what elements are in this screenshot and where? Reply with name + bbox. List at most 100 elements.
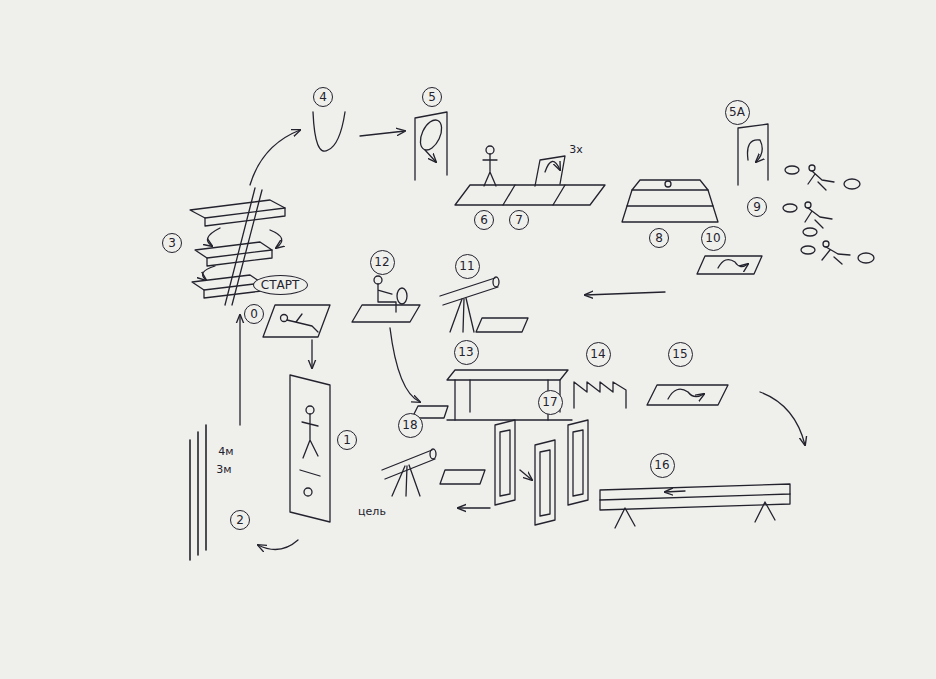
- sketch-line: [425, 150, 436, 162]
- station-number: 3: [162, 233, 182, 253]
- station-text: 17: [542, 396, 557, 408]
- sketch-line: [627, 190, 713, 206]
- sketch-line: [302, 414, 318, 458]
- sketch-line: [263, 305, 330, 337]
- sketch-line: [270, 230, 282, 248]
- sketch-line: [281, 315, 288, 322]
- station-text: 16: [654, 459, 669, 471]
- sketch-line: [600, 484, 790, 500]
- station-text: 3: [168, 237, 176, 249]
- station-number: 2: [230, 510, 250, 530]
- station-number: 11: [455, 254, 480, 279]
- sketch-line: [390, 328, 420, 402]
- sketch-line: [553, 185, 565, 205]
- sketch-line: [447, 419, 572, 420]
- sketch-line: [535, 156, 565, 186]
- sketch-line: [520, 470, 532, 480]
- sketch-line: [803, 228, 817, 236]
- sketch-line: [483, 154, 497, 186]
- sketch-line: [748, 140, 763, 162]
- sketch-line: [458, 507, 490, 508]
- sketch-line: [615, 502, 775, 528]
- sketch-line: [476, 318, 528, 332]
- note-label: 3м: [215, 464, 232, 476]
- sketch-line: [239, 315, 240, 425]
- sketch-line: [195, 242, 272, 258]
- climbing-ropes: [190, 425, 206, 560]
- note-label: цель: [357, 506, 387, 518]
- station-number: 4: [313, 87, 333, 107]
- flow-arrows: [240, 130, 805, 549]
- sketch-line: [503, 185, 515, 205]
- sketch-line: [668, 389, 704, 399]
- station-text: 15: [672, 348, 687, 360]
- sketch-line: [493, 277, 499, 287]
- sketch-line: [568, 420, 588, 505]
- sketch-line: [573, 430, 583, 496]
- station-number: 12: [370, 250, 395, 275]
- crawl-frames: [495, 420, 588, 525]
- sketch-line: [392, 465, 420, 496]
- station-text: 5A: [729, 106, 745, 118]
- sketch-line: [823, 241, 829, 247]
- vaulting-buck: [382, 449, 485, 496]
- zigzag-hurdles: [574, 382, 626, 408]
- roll-mat: [697, 256, 762, 274]
- station-text: 4: [319, 91, 327, 103]
- climbing-board: [290, 375, 330, 522]
- sketch-line: [665, 181, 671, 187]
- sketch-line: [287, 314, 318, 332]
- sketch-line: [378, 284, 396, 312]
- note-label: 4м: [217, 446, 234, 458]
- station-number: 17: [538, 390, 563, 415]
- station-number: 15: [668, 342, 693, 367]
- station-number: 8: [649, 228, 669, 248]
- station-text: 8: [655, 232, 663, 244]
- station-number: 5A: [725, 100, 750, 125]
- hoop-runners: [783, 165, 874, 264]
- station-text: 10: [705, 232, 720, 244]
- sketch-line: [374, 276, 382, 284]
- station-text: 6: [480, 214, 488, 226]
- sketch-line: [290, 375, 330, 522]
- sketch-line: [760, 392, 805, 445]
- sketch-line: [545, 161, 560, 172]
- sketch-line: [822, 247, 850, 264]
- sketch-line: [622, 206, 718, 222]
- high-bar: [415, 112, 447, 180]
- station-text: СТАРТ: [261, 279, 299, 291]
- sketch-line: [785, 166, 799, 174]
- sketch-line: [495, 420, 515, 505]
- sketch-line: [440, 470, 485, 484]
- sketch-line: [632, 180, 708, 190]
- station-number: 9: [747, 197, 767, 217]
- vaulting-buck: [440, 277, 528, 332]
- sketch-line: [306, 406, 314, 414]
- sketch-line: [311, 340, 312, 368]
- station-text: 11: [459, 260, 474, 272]
- sketch-line: [205, 425, 207, 550]
- station-text: 12: [374, 256, 389, 268]
- station-text: 18: [402, 419, 417, 431]
- station-number: 6: [474, 210, 494, 230]
- sketch-line: [443, 287, 498, 305]
- balance-table: [412, 370, 572, 420]
- sketch-line: [397, 288, 407, 304]
- balance-bench: [600, 484, 790, 528]
- station-number: 16: [650, 453, 675, 478]
- sketch-line: [192, 275, 262, 290]
- sketch-line: [665, 491, 685, 492]
- station-text: 0: [250, 308, 258, 320]
- sketch-line: [416, 117, 446, 154]
- sketch-line: [205, 208, 285, 226]
- sketch-line: [808, 171, 834, 190]
- sketch-line: [197, 432, 199, 555]
- start-oval: СТАРТ: [253, 275, 308, 295]
- sketch-line: [783, 204, 797, 212]
- sketch-line: [809, 165, 815, 171]
- station-number: 0: [244, 304, 264, 324]
- station-number: 1: [337, 430, 357, 450]
- station-text: 13: [458, 346, 473, 358]
- station-number: 14: [586, 342, 611, 367]
- sketch-line: [430, 449, 436, 459]
